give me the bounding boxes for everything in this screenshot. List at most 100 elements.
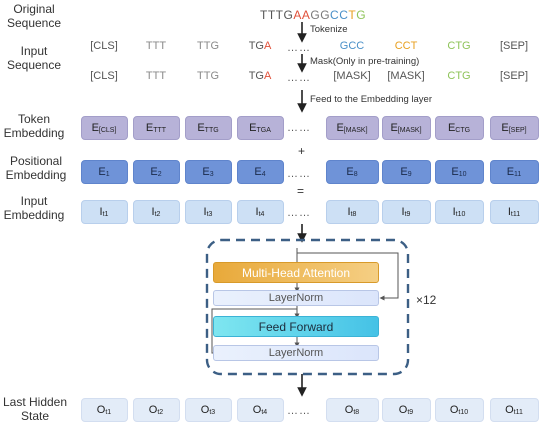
dna-segment: A bbox=[301, 8, 311, 22]
output-state-box-symbol: O bbox=[96, 404, 106, 416]
positional-embedding-box-subscript: 2 bbox=[157, 170, 162, 178]
token-embedding-box-symbol: E bbox=[447, 122, 456, 134]
token-text: CCT bbox=[394, 40, 418, 52]
token-text: GCC bbox=[339, 40, 365, 52]
masked-token-text: TTT bbox=[145, 70, 167, 82]
output-state-box-symbol: O bbox=[344, 404, 354, 416]
step-mask: Mask(Only in pre-training) bbox=[310, 56, 420, 67]
input-embedding-box-symbol: I bbox=[203, 206, 207, 218]
positional-embedding-box-subscript: 8 bbox=[353, 170, 358, 178]
equals-operator: = bbox=[297, 184, 305, 198]
token-embedding-box-subscript: [SEP] bbox=[508, 126, 527, 134]
dna-segment: T bbox=[348, 8, 357, 22]
input-embedding-box-subscript: t11 bbox=[510, 210, 521, 218]
output-state-box-subscript: t2 bbox=[157, 408, 164, 416]
positional-embedding-box-symbol: E bbox=[98, 166, 106, 178]
dna-segment: TTTG bbox=[260, 8, 294, 22]
label-input-sequence: Input Sequence bbox=[6, 44, 62, 72]
repeat-count: ×12 bbox=[416, 293, 437, 307]
positional-embedding-box-symbol: E bbox=[150, 166, 158, 178]
feed-forward-block: Feed Forward bbox=[213, 316, 379, 337]
masked-token-text: TGA bbox=[248, 70, 272, 82]
token-embedding-box: E[MASK] bbox=[325, 116, 379, 140]
layernorm-1-block: LayerNorm bbox=[213, 290, 379, 306]
positional-embedding-box-subscript: 4 bbox=[261, 170, 266, 178]
output-state-box-subscript: t3 bbox=[209, 408, 216, 416]
plus-operator: + bbox=[298, 144, 306, 158]
dna-segment: C bbox=[330, 8, 340, 22]
masked-token-text: [CLS] bbox=[90, 70, 118, 82]
ellipsis-pos-emb: …… bbox=[287, 168, 311, 180]
output-state-box-subscript: t9 bbox=[407, 408, 414, 416]
token-text: TTT bbox=[145, 40, 167, 52]
input-embedding-box-symbol: I bbox=[401, 206, 405, 218]
positional-embedding-box-subscript: 1 bbox=[105, 170, 110, 178]
token-embedding-box: E[SEP] bbox=[489, 116, 539, 140]
multi-head-attention-block: Multi-Head Attention bbox=[213, 262, 379, 283]
positional-embedding-box-symbol: E bbox=[451, 166, 459, 178]
masked-token-text: CTG bbox=[447, 70, 471, 82]
output-state-box-subscript: t4 bbox=[261, 408, 268, 416]
token-embedding-box-symbol: E bbox=[145, 122, 154, 134]
ellipsis-input-emb: …… bbox=[287, 207, 311, 219]
token-text: [CLS] bbox=[90, 40, 118, 52]
output-state-box-symbol: O bbox=[505, 404, 514, 416]
positional-embedding-box-symbol: E bbox=[346, 166, 354, 178]
label-positional-embedding: Positional Embedding bbox=[5, 154, 67, 182]
token-text: TTG bbox=[197, 40, 219, 52]
input-embedding-box-symbol: I bbox=[507, 206, 511, 218]
label-input-embedding: Input Embedding bbox=[3, 194, 65, 222]
positional-embedding-box-symbol: E bbox=[400, 166, 408, 178]
input-embedding-box-symbol: I bbox=[347, 206, 351, 218]
token-text: CTG bbox=[447, 40, 471, 52]
ellipsis-tokenized: …… bbox=[287, 42, 311, 54]
token-embedding-box-subscript: TTG bbox=[204, 126, 219, 134]
dna-segment: G bbox=[356, 8, 367, 22]
token-embedding-box-symbol: E bbox=[249, 122, 257, 134]
positional-embedding-box-subscript: 10 bbox=[458, 170, 467, 178]
input-embedding-box-symbol: I bbox=[255, 206, 259, 218]
token-embedding-box-symbol: E bbox=[197, 122, 205, 134]
token-embedding-box: E[CLS] bbox=[80, 116, 128, 140]
label-original-sequence: Original Sequence bbox=[6, 2, 62, 30]
original-dna-sequence: TTTGAAGGCCTG bbox=[260, 8, 366, 22]
positional-embedding-box-subscript: 3 bbox=[209, 170, 214, 178]
ellipsis-output: …… bbox=[287, 405, 311, 417]
masked-token-text: [MASK] bbox=[387, 70, 425, 82]
output-state-box-subscript: t11 bbox=[513, 408, 523, 416]
token-embedding-box-symbol: E bbox=[91, 122, 99, 134]
positional-embedding-box-symbol: E bbox=[202, 166, 210, 178]
positional-embedding-box-symbol: E bbox=[506, 166, 515, 178]
input-embedding-box-symbol: I bbox=[99, 206, 103, 218]
output-state-box-symbol: O bbox=[148, 404, 158, 416]
input-embedding-box-symbol: I bbox=[452, 206, 456, 218]
positional-embedding-box-subscript: 9 bbox=[407, 170, 412, 178]
token-embedding-box-subscript: CTG bbox=[455, 126, 471, 134]
output-state-box-subscript: t1 bbox=[105, 408, 112, 416]
token-text: [SEP] bbox=[499, 40, 529, 52]
input-embedding-box-subscript: t3 bbox=[206, 210, 213, 218]
token-embedding-box-subscript: [MASK] bbox=[397, 126, 422, 134]
